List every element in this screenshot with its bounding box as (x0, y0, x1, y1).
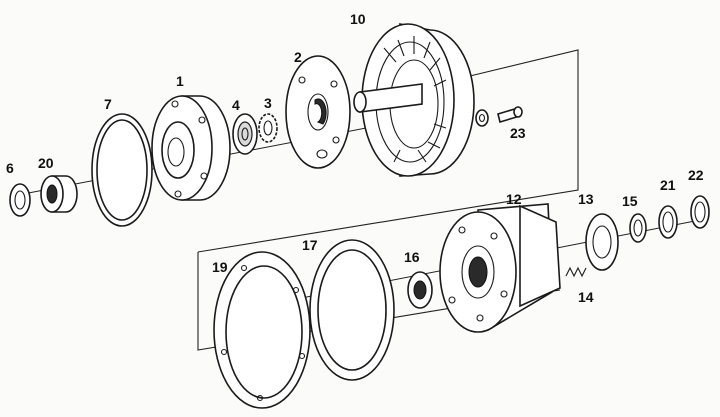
label-13: 13 (578, 191, 594, 207)
label-10: 10 (350, 11, 366, 27)
label-12: 12 (506, 191, 522, 207)
part-3-inner-gear (258, 113, 278, 143)
part-23-screw (475, 106, 523, 127)
label-16: 16 (404, 249, 420, 265)
label-4: 4 (232, 97, 240, 113)
part-14-spring (565, 266, 587, 278)
label-20: 20 (38, 155, 54, 171)
part-15-snap-ring (629, 213, 647, 243)
label-17: 17 (302, 237, 318, 253)
label-6: 6 (6, 160, 14, 176)
part-13-seal-ring (585, 213, 619, 271)
lower-reference-plane (197, 252, 561, 351)
part-12-pump-body (439, 203, 561, 333)
label-2: 2 (294, 49, 302, 65)
label-1: 1 (176, 73, 184, 89)
upper-reference-plane (197, 49, 579, 253)
part-2-plate (285, 55, 351, 169)
part-16-seal (407, 271, 433, 309)
part-10-stator-housing (353, 23, 475, 177)
label-14: 14 (578, 289, 594, 305)
label-23: 23 (510, 125, 526, 141)
label-21: 21 (660, 177, 676, 193)
label-22: 22 (688, 167, 704, 183)
part-19-gasket (213, 251, 311, 409)
part-1-flange (151, 95, 231, 201)
label-7: 7 (104, 96, 112, 112)
part-6-bushing (9, 183, 31, 217)
part-4-needle-bearing (232, 113, 258, 155)
part-17-o-ring (309, 239, 395, 381)
label-15: 15 (622, 193, 638, 209)
label-19: 19 (212, 259, 228, 275)
part-20-bearing (40, 175, 78, 213)
part-21-ring (658, 205, 678, 239)
label-3: 3 (264, 95, 272, 111)
part-22-ring (690, 195, 710, 229)
part-7-o-ring (91, 113, 153, 227)
